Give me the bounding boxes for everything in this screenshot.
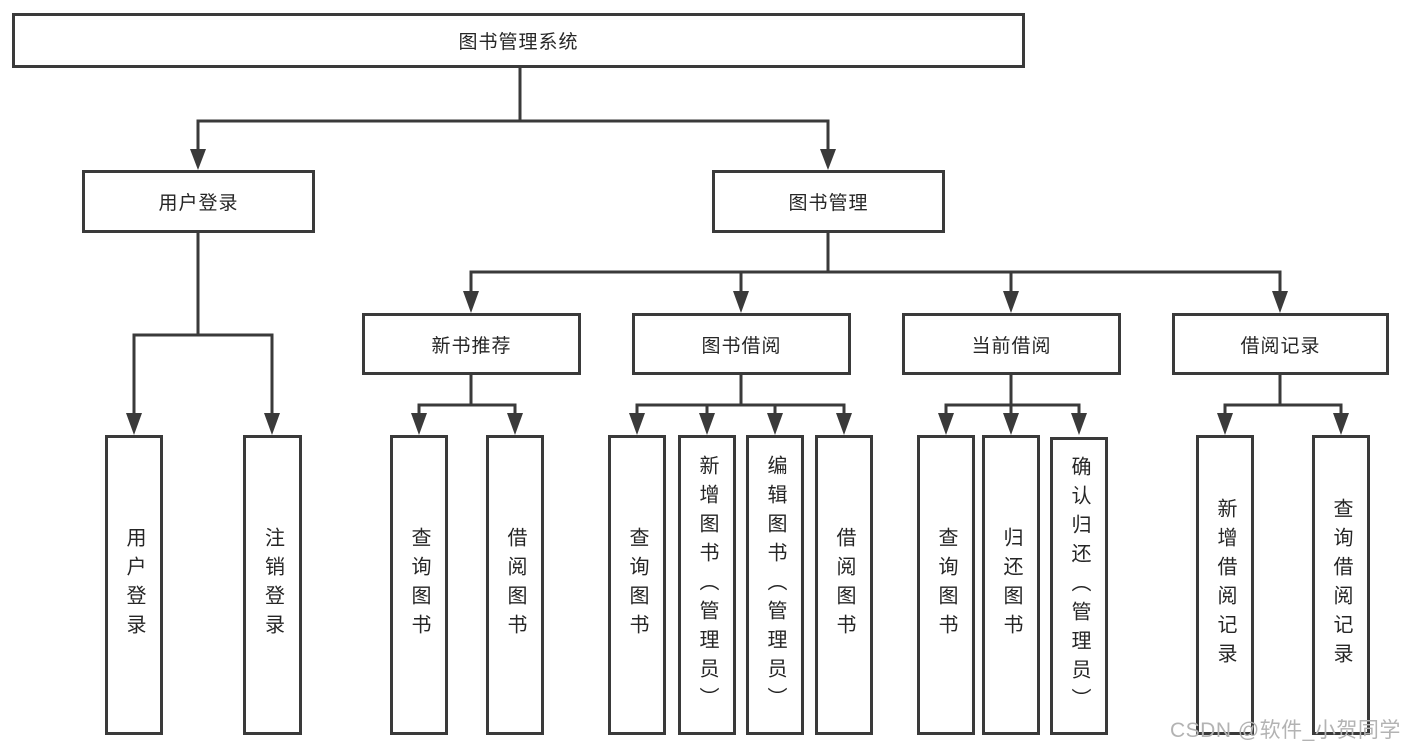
leaf-query-books-recommend: 查询图书: [390, 435, 448, 735]
leaf-label: 查询图书: [626, 527, 648, 643]
leaf-label: 查询借阅记录: [1330, 498, 1352, 672]
node-label: 图书管理: [788, 193, 869, 214]
node-library-management-system: 图书管理系统: [12, 13, 1025, 68]
node-user-login: 用户登录: [82, 170, 315, 233]
leaf-label: 借阅图书: [504, 527, 526, 643]
leaf-label: 新增图书（管理员）: [696, 454, 718, 716]
leaf-user-login: 用户登录: [105, 435, 163, 735]
leaf-query-books-current: 查询图书: [917, 435, 975, 735]
node-label: 图书借阅: [701, 335, 782, 357]
leaf-add-book-admin: 新增图书（管理员）: [678, 435, 736, 735]
leaf-query-borrow-record: 查询借阅记录: [1312, 435, 1370, 735]
leaf-label: 注销登录: [261, 527, 284, 643]
node-current-borrowing: 当前借阅: [902, 313, 1121, 375]
leaf-add-borrow-record: 新增借阅记录: [1196, 435, 1254, 735]
leaf-label: 归还图书: [1000, 527, 1022, 643]
leaf-logout: 注销登录: [243, 435, 302, 735]
node-label: 新书推荐: [431, 335, 512, 357]
leaf-label: 新增借阅记录: [1214, 498, 1236, 672]
arrowheads: [126, 149, 1349, 435]
leaf-query-books-borrow: 查询图书: [608, 435, 666, 735]
node-label: 当前借阅: [971, 335, 1052, 357]
leaf-label: 编辑图书（管理员）: [764, 454, 786, 716]
connector-wires: [132, 64, 1343, 420]
watermark: CSDN @软件_小贺同学: [1170, 719, 1401, 742]
leaf-label: 借阅图书: [833, 527, 855, 643]
node-borrowing-records: 借阅记录: [1172, 313, 1389, 375]
leaf-borrow-books-recommend: 借阅图书: [486, 435, 544, 735]
leaf-return-book: 归还图书: [982, 435, 1040, 735]
leaf-edit-book-admin: 编辑图书（管理员）: [746, 435, 804, 735]
leaf-label: 用户登录: [123, 527, 145, 643]
node-book-management: 图书管理: [712, 170, 945, 233]
node-new-book-recommendation: 新书推荐: [362, 313, 581, 375]
node-label: 图书管理系统: [458, 32, 579, 53]
node-book-borrowing: 图书借阅: [632, 313, 851, 375]
leaf-label: 查询图书: [935, 527, 957, 643]
leaf-confirm-return-admin: 确认归还（管理员）: [1050, 437, 1108, 735]
node-label: 借阅记录: [1240, 335, 1321, 357]
leaf-label: 确认归还（管理员）: [1068, 455, 1090, 717]
node-label: 用户登录: [158, 193, 239, 214]
leaf-label: 查询图书: [408, 527, 430, 643]
leaf-borrow-books: 借阅图书: [815, 435, 873, 735]
